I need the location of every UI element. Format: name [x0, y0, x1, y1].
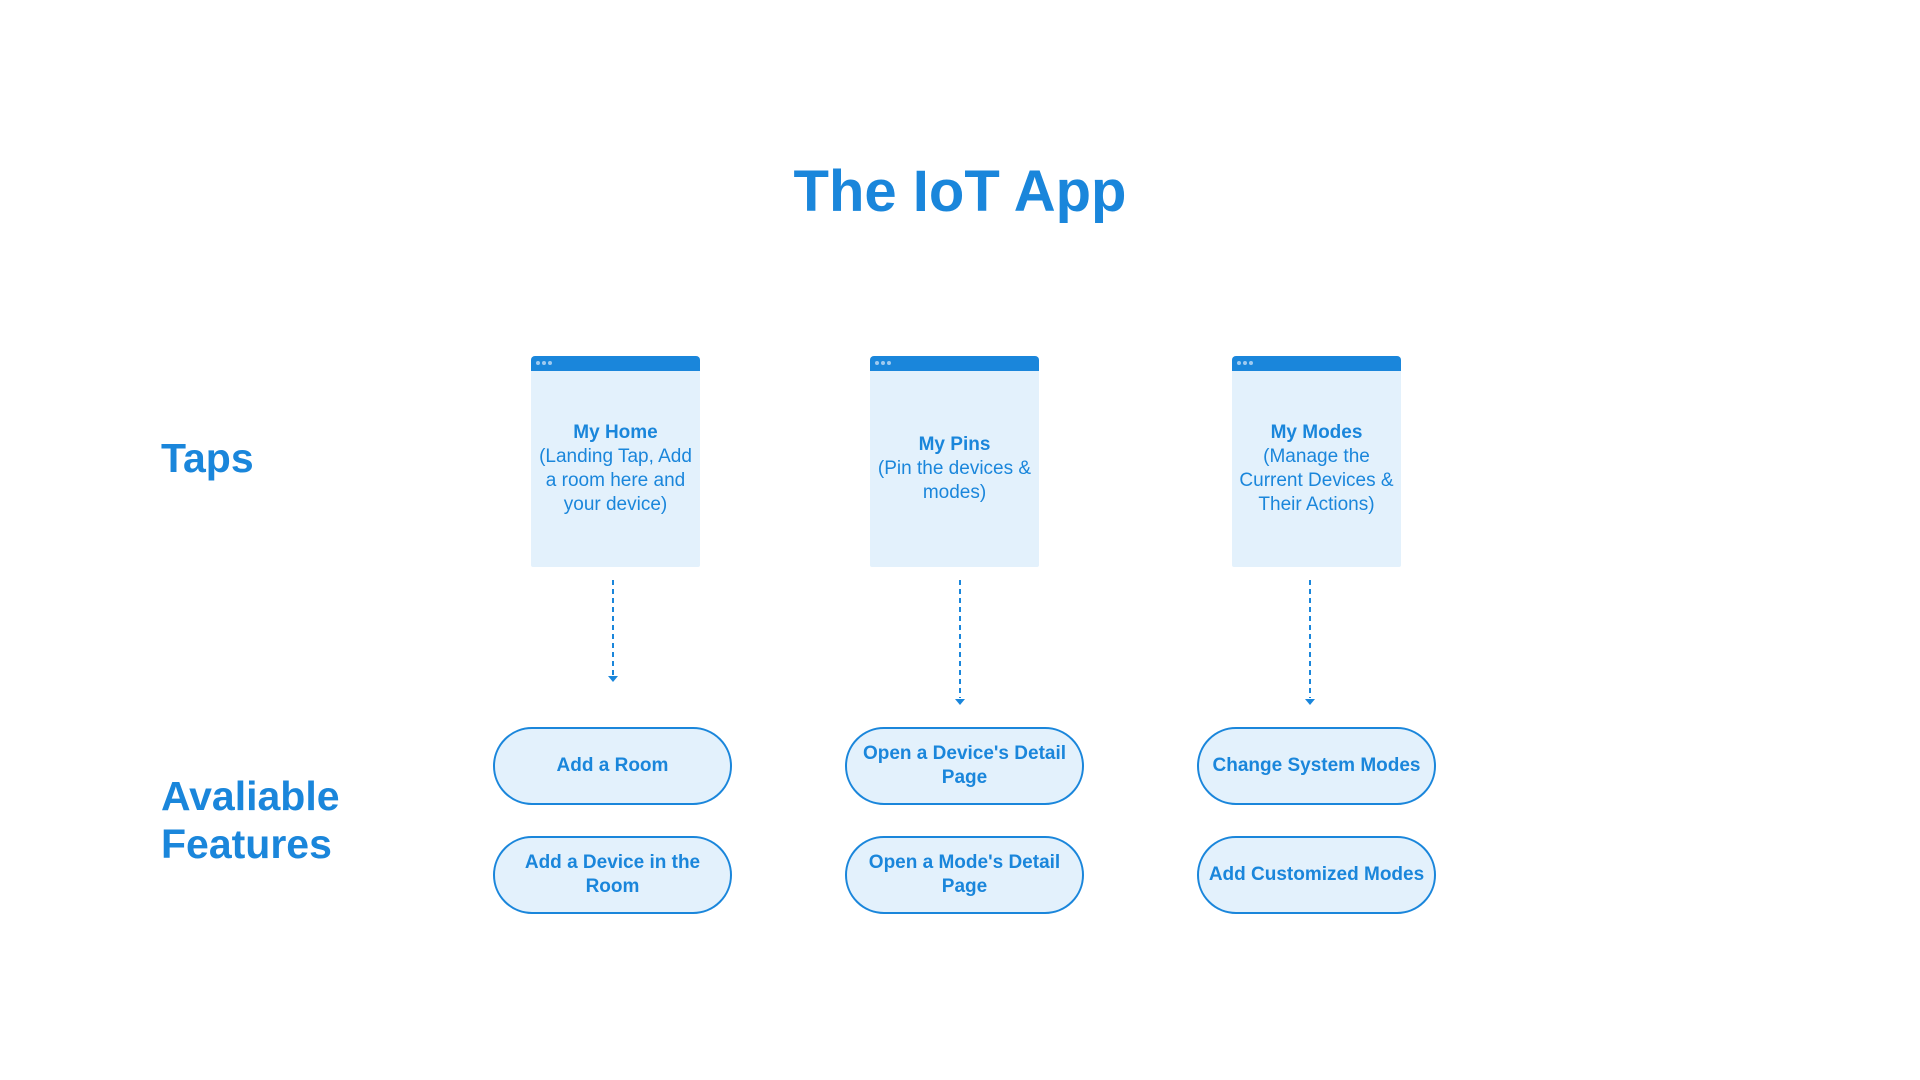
feature-add-device[interactable]: Add a Device in the Room — [493, 836, 732, 914]
feature-add-customized-modes[interactable]: Add Customized Modes — [1197, 836, 1436, 914]
feature-add-room[interactable]: Add a Room — [493, 727, 732, 805]
window-dots-icon — [875, 361, 891, 365]
window-title-bar — [1232, 356, 1401, 371]
taps-row-label: Taps — [161, 435, 254, 481]
window-title-bar — [531, 356, 700, 371]
feature-change-system-modes[interactable]: Change System Modes — [1197, 727, 1436, 805]
tab-window-my-pins[interactable]: My Pins (Pin the devices & modes) — [870, 356, 1039, 567]
connector-arrow-modes — [1305, 580, 1315, 705]
feature-open-mode-detail[interactable]: Open a Mode's Detail Page — [845, 836, 1084, 914]
tab-window-my-home[interactable]: My Home (Landing Tap, Add a room here an… — [531, 356, 700, 567]
connector-arrow-home — [608, 580, 618, 682]
tab-title: My Modes — [1270, 422, 1363, 443]
features-label-line1: Avaliable — [161, 773, 340, 819]
window-dots-icon — [1237, 361, 1253, 365]
feature-open-device-detail[interactable]: Open a Device's Detail Page — [845, 727, 1084, 805]
tab-description: (Manage the Current Devices & Their Acti… — [1239, 446, 1394, 515]
features-label-line2: Features — [161, 821, 332, 867]
tab-description: (Pin the devices & modes) — [877, 458, 1032, 503]
tab-window-content: My Home (Landing Tap, Add a room here an… — [531, 371, 700, 567]
tab-title: My Home — [573, 422, 658, 443]
tab-window-my-modes[interactable]: My Modes (Manage the Current Devices & T… — [1232, 356, 1401, 567]
tab-description: (Landing Tap, Add a room here and your d… — [539, 446, 692, 515]
window-title-bar — [870, 356, 1039, 371]
tab-window-content: My Pins (Pin the devices & modes) — [870, 371, 1039, 567]
tab-window-content: My Modes (Manage the Current Devices & T… — [1232, 371, 1401, 567]
features-row-label: Avaliable Features — [161, 772, 401, 868]
tab-title: My Pins — [918, 434, 991, 455]
diagram-title: The IoT App — [793, 159, 1127, 224]
window-dots-icon — [536, 361, 552, 365]
connector-arrow-pins — [955, 580, 965, 705]
